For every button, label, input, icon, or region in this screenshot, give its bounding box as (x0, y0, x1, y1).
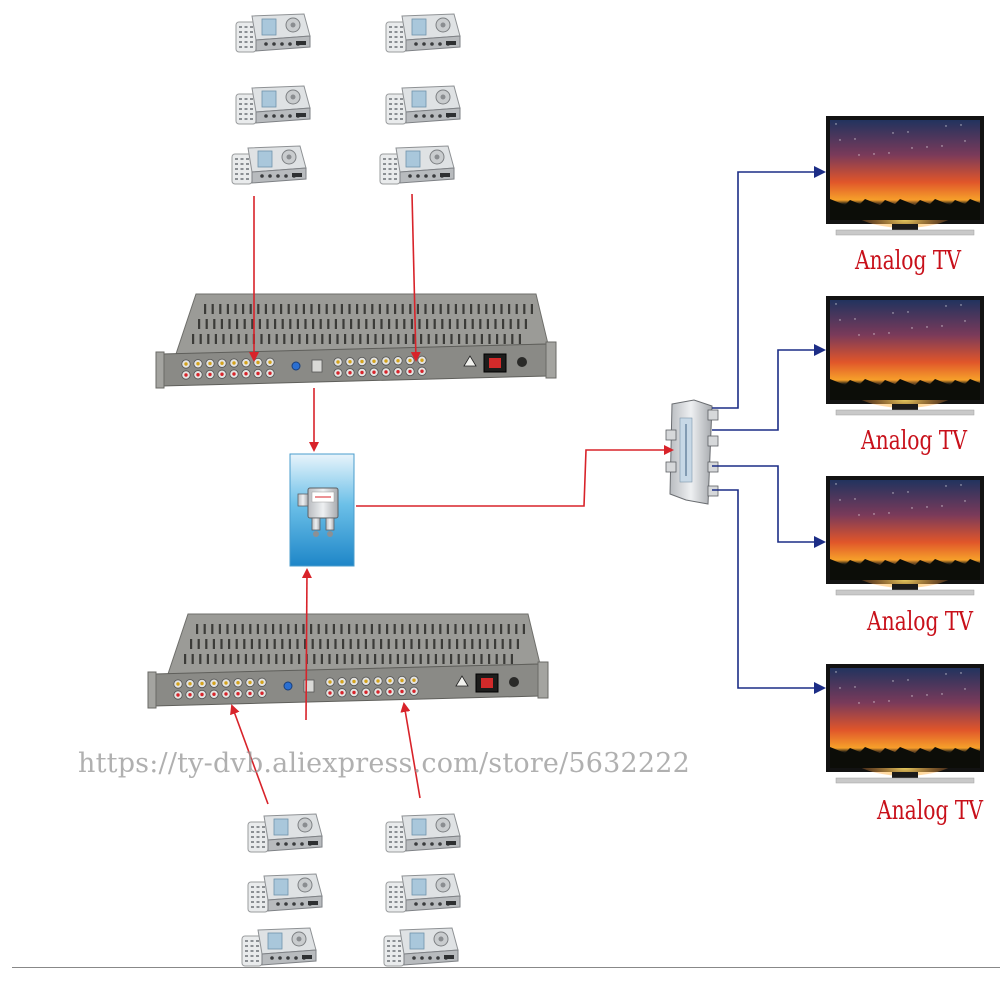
tv-label-3: Analog TV (866, 607, 974, 637)
store-watermark: https://ty-dvb.aliexpress.com/store/5632… (78, 748, 691, 779)
analog-tv-icon (826, 296, 984, 416)
analog-tv-icon (826, 116, 984, 236)
set-top-box-with-remote-icon (235, 13, 311, 53)
set-top-box-with-remote-icon (385, 813, 461, 853)
two-way-combiner-icon (289, 453, 355, 567)
set-top-box-with-remote-icon (241, 927, 317, 967)
set-top-box-with-remote-icon (247, 813, 323, 853)
analog-tv-icon (826, 664, 984, 784)
signal-line-bottom-to-combiner (301, 568, 312, 721)
output-line-tv-1 (712, 166, 826, 409)
set-top-box-with-remote-icon (385, 873, 461, 913)
analog-tv-icon (826, 476, 984, 596)
tv-label-2: Analog TV (860, 426, 968, 456)
tv-label-4: Analog TV (876, 796, 984, 826)
set-top-box-with-remote-icon (379, 145, 455, 185)
set-top-box-with-remote-icon (385, 13, 461, 53)
bottom-modulator (147, 613, 549, 709)
set-top-box-with-remote-icon (385, 85, 461, 125)
set-top-box-with-remote-icon (235, 85, 311, 125)
top-modulator (155, 293, 557, 389)
set-top-box-with-remote-icon (383, 927, 459, 967)
tv-label-1: Analog TV (854, 246, 962, 276)
output-line-tv-2 (712, 344, 826, 431)
bottom-divider (12, 967, 1000, 968)
set-top-box-with-remote-icon (247, 873, 323, 913)
multi-way-splitter-icon (665, 399, 719, 505)
set-top-box-with-remote-icon (231, 145, 307, 185)
signal-line-top-right (410, 193, 421, 362)
output-line-tv-4 (712, 489, 826, 694)
signal-line-bottom-right (400, 702, 421, 799)
signal-line-bottom-left (230, 704, 269, 805)
signal-line-combiner-to-splitter (356, 445, 674, 507)
output-line-tv-3 (712, 465, 826, 548)
